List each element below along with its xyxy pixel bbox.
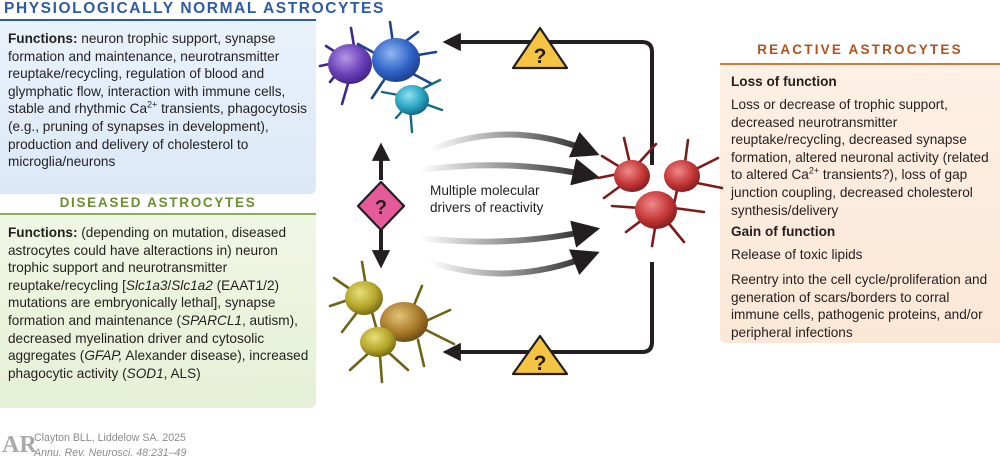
- normal-astrocytes-title: PHYSIOLOGICALLY NORMAL ASTROCYTES: [4, 0, 385, 17]
- citation-authors: Clayton BLL, Liddelow SA. 2025: [34, 432, 186, 444]
- normal-title-rule: [0, 19, 316, 21]
- svg-text:?: ?: [534, 352, 547, 375]
- reactive-astrocytes-panel: [720, 64, 1000, 343]
- svg-text:AR: AR: [2, 432, 37, 458]
- reactive-astrocytes-title: REACTIVE ASTROCYTES: [757, 42, 963, 57]
- gain-of-function-text-2: Reentry into the cell cycle/proliferatio…: [731, 272, 988, 340]
- diseased-astrocytes-illustration: [328, 260, 456, 384]
- warning-triangle-top-icon: ?: [511, 26, 569, 70]
- return-arrow-top: [442, 32, 654, 165]
- loss-of-function-text: Loss or decrease of trophic support, dec…: [731, 97, 989, 218]
- gain-of-function-heading: Gain of function: [731, 224, 836, 239]
- loss-of-function-heading: Loss of function: [731, 74, 837, 89]
- driver-arrow-2: [419, 158, 601, 186]
- reactive-title-rule: [720, 63, 1000, 65]
- reactive-astrocytes-illustration: [596, 136, 724, 248]
- normal-astrocytes-illustration: [318, 20, 444, 134]
- citation-journal: Annu. Rev. Neurosci. 48:231–49: [34, 447, 187, 459]
- diseased-title-rule: [0, 213, 316, 215]
- normal-astrocytes-panel: [0, 20, 316, 194]
- diseased-functions-text: Functions: (depending on mutation, disea…: [8, 225, 309, 381]
- warning-triangle-bottom-icon: ?: [511, 334, 569, 376]
- diseased-astrocytes-title: DISEASED ASTROCYTES: [59, 195, 257, 210]
- annual-reviews-logo: AR: [2, 432, 37, 458]
- gain-of-function-text-1: Release of toxic lipids: [731, 247, 863, 262]
- driver-arrow-1: [428, 131, 600, 158]
- driver-arrow-4: [429, 249, 600, 277]
- normal-functions-text: Functions: neuron trophic support, synap…: [8, 31, 307, 170]
- svg-text:?: ?: [534, 45, 547, 68]
- diseased-astrocytes-panel: [0, 214, 316, 408]
- svg-text:?: ?: [375, 197, 387, 219]
- molecular-drivers-label: Multiple molecular drivers of reactivity: [430, 183, 544, 215]
- return-arrow-bottom: [442, 262, 654, 362]
- question-diamond-icon: ?: [356, 180, 406, 232]
- driver-arrow-3: [419, 220, 601, 248]
